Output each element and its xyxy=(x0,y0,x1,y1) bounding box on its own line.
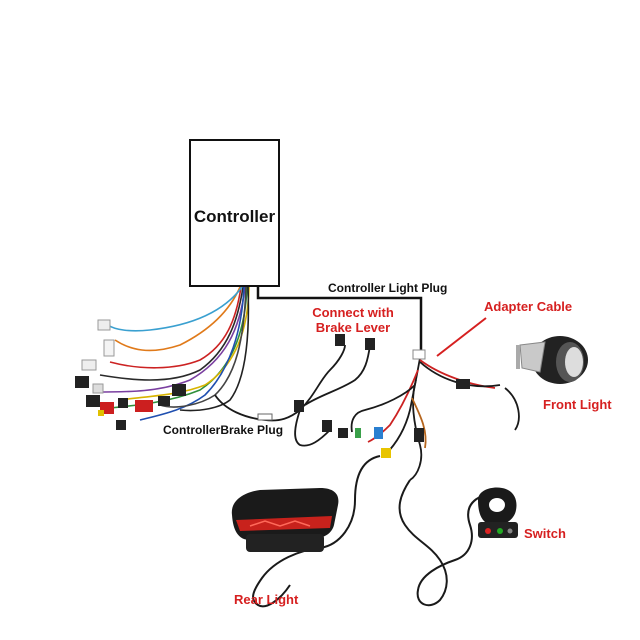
adapter-connector-yellow xyxy=(381,448,391,458)
front-light-label: Front Light xyxy=(543,397,612,412)
controller-brake-plug-label: ControllerBrake Plug xyxy=(163,423,284,437)
connect-with-brake-lever-line-2: Brake Lever xyxy=(315,320,391,335)
brake-plug-tag xyxy=(257,413,273,421)
controller-connectors xyxy=(75,319,186,430)
adapter-cable-harness xyxy=(350,351,501,481)
adapter-connector-black xyxy=(414,428,424,442)
brake-lever-connectors xyxy=(322,334,375,438)
connect-with-brake-lever-line-1: Connect with xyxy=(312,305,394,320)
switch-unit xyxy=(478,487,518,538)
connect-with-brake-lever-label: Connect with Brake Lever xyxy=(298,305,408,335)
switch-cable xyxy=(398,479,486,607)
rear-light-label: Rear Light xyxy=(234,592,299,607)
controller-box: Controller xyxy=(189,139,280,287)
controller-light-plug-line xyxy=(256,287,423,352)
adapter-tag xyxy=(412,349,426,360)
front-light-lamp xyxy=(504,336,588,431)
rear-light-cable xyxy=(252,455,381,608)
brake-plug-connector xyxy=(294,400,304,412)
front-light-plug xyxy=(456,379,470,389)
adapter-cable-pointer xyxy=(436,317,487,357)
controller-wire-bundle xyxy=(94,286,250,421)
rear-light-lamp xyxy=(231,488,339,552)
adapter-cable-label: Adapter Cable xyxy=(484,299,573,314)
adapter-connector-blue xyxy=(374,427,383,439)
switch-label: Switch xyxy=(524,526,566,541)
controller-label: Controller xyxy=(193,207,276,226)
adapter-connector-green xyxy=(355,428,361,438)
controller-light-plug-label: Controller Light Plug xyxy=(328,281,448,295)
